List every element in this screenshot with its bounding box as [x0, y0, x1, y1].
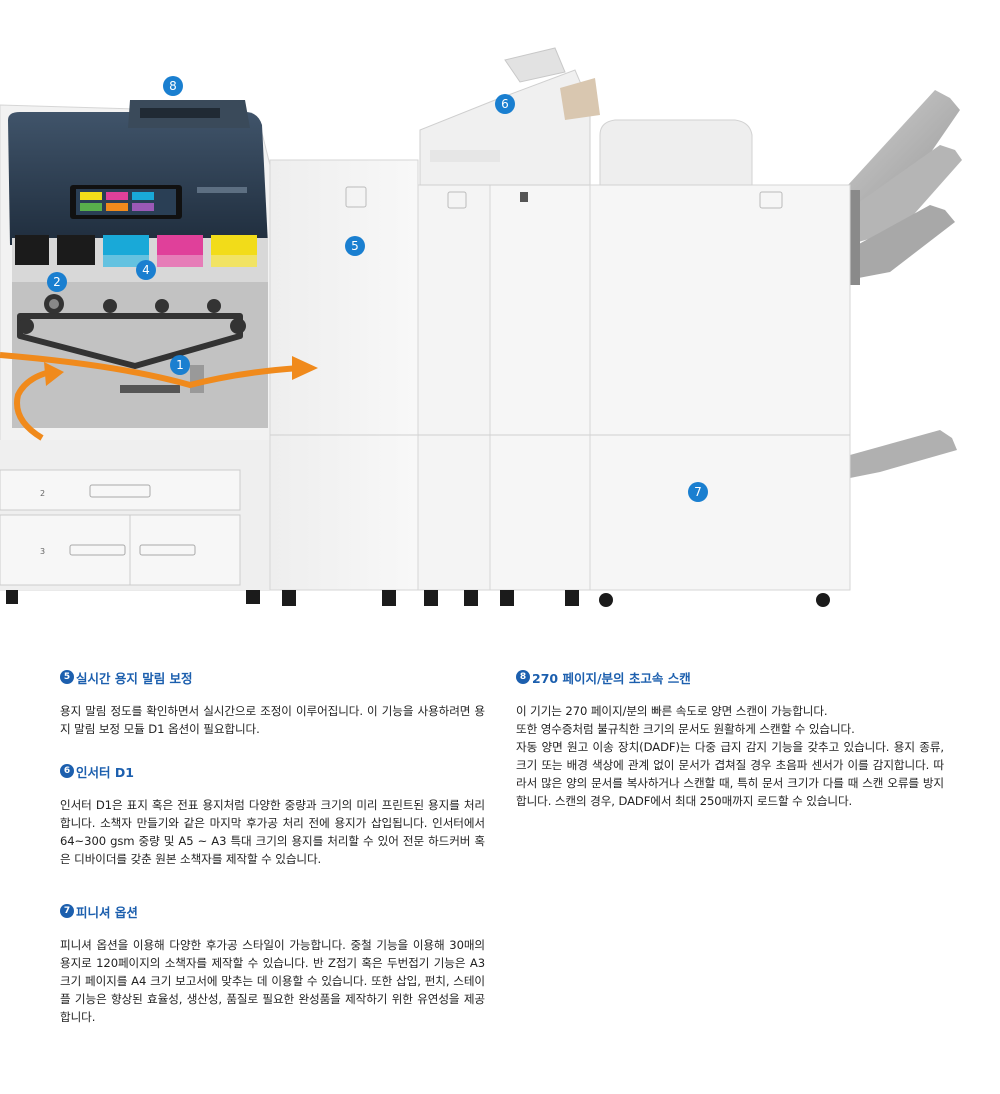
- svg-text:4: 4: [142, 263, 150, 277]
- finisher-output-trays: [848, 90, 962, 478]
- paragraph: 자동 양면 원고 이송 장치(DADF)는 다중 급지 감지 기능을 갖추고 있…: [516, 740, 944, 808]
- section-title-text: 인서터 D1: [76, 764, 134, 780]
- marker-6: 6: [495, 94, 515, 114]
- section-title: 8 270 페이지/분의 초고속 스캔: [516, 668, 944, 686]
- printer-system-illustration: 2 3: [0, 47, 962, 607]
- section-body: 용지 말림 정도를 확인하면서 실시간으로 조정이 이루어집니다. 이 기능을 …: [60, 704, 485, 736]
- section-high-speed-scan: 8 270 페이지/분의 초고속 스캔 이 기기는 270 페이지/분의 빠른 …: [516, 668, 944, 810]
- section-finisher-options: 7 피니셔 옵션 피니셔 옵션을 이용해 다양한 후가공 스타일이 가능합니다.…: [60, 902, 485, 1026]
- paragraph: 이 기기는 270 페이지/분의 빠른 속도로 양면 스캔이 가능합니다.: [516, 704, 828, 718]
- marker-4: 4: [136, 260, 156, 280]
- section-number-badge: 8: [516, 670, 530, 684]
- svg-text:6: 6: [501, 97, 509, 111]
- section-body: 피니셔 옵션을 이용해 다양한 후가공 스타일이 가능합니다. 중철 기능을 이…: [60, 938, 485, 1024]
- marker-2: 2: [47, 272, 67, 292]
- callout-markers: 8 6 5 2 4 1 7: [47, 76, 708, 502]
- marker-8: 8: [163, 76, 183, 96]
- section-title-text: 270 페이지/분의 초고속 스캔: [532, 670, 691, 686]
- section-number-badge: 5: [60, 670, 74, 684]
- svg-text:2: 2: [53, 275, 61, 289]
- section-inserter-d1: 6 인서터 D1 인서터 D1은 표지 혹은 전표 용지처럼 다양한 중량과 크…: [60, 762, 485, 868]
- svg-text:7: 7: [694, 485, 702, 499]
- section-number-badge: 7: [60, 904, 74, 918]
- marker-1: 1: [170, 355, 190, 375]
- section-title: 6 인서터 D1: [60, 762, 485, 780]
- paper-path-arrows: [0, 352, 318, 441]
- finisher: [589, 119, 851, 607]
- marker-7: 7: [688, 482, 708, 502]
- svg-text:8: 8: [169, 79, 177, 93]
- right-column: 8 270 페이지/분의 초고속 스캔 이 기기는 270 페이지/분의 빠른 …: [516, 668, 944, 810]
- curl-correction-module: [269, 159, 419, 606]
- section-title-text: 피니셔 옵션: [76, 904, 138, 920]
- svg-text:1: 1: [176, 358, 184, 372]
- section-body: 이 기기는 270 페이지/분의 빠른 속도로 양면 스캔이 가능합니다. 또한…: [516, 702, 944, 810]
- marker-5: 5: [345, 236, 365, 256]
- section-number-badge: 6: [60, 764, 74, 778]
- section-title: 5 실시간 용지 말림 보정: [60, 668, 485, 686]
- paragraph: 또한 영수증처럼 불규칙한 크기의 문서도 원활하게 스캔할 수 있습니다.: [516, 722, 855, 736]
- dadf-scanner: [128, 100, 250, 128]
- section-realtime-curl-correction: 5 실시간 용지 말림 보정 용지 말림 정도를 확인하면서 실시간으로 조정이…: [60, 668, 485, 738]
- section-title: 7 피니셔 옵션: [60, 902, 485, 920]
- section-body: 인서터 D1은 표지 혹은 전표 용지처럼 다양한 중량과 크기의 미리 프린트…: [60, 798, 485, 866]
- tray-label-2: 2: [40, 489, 45, 498]
- inserter: [417, 47, 600, 606]
- tray-label-3: 3: [40, 547, 45, 556]
- section-title-text: 실시간 용지 말림 보정: [76, 670, 193, 686]
- print-engine: 2 3: [0, 104, 271, 604]
- svg-text:5: 5: [351, 239, 359, 253]
- left-column: 5 실시간 용지 말림 보정 용지 말림 정도를 확인하면서 실시간으로 조정이…: [60, 668, 485, 1026]
